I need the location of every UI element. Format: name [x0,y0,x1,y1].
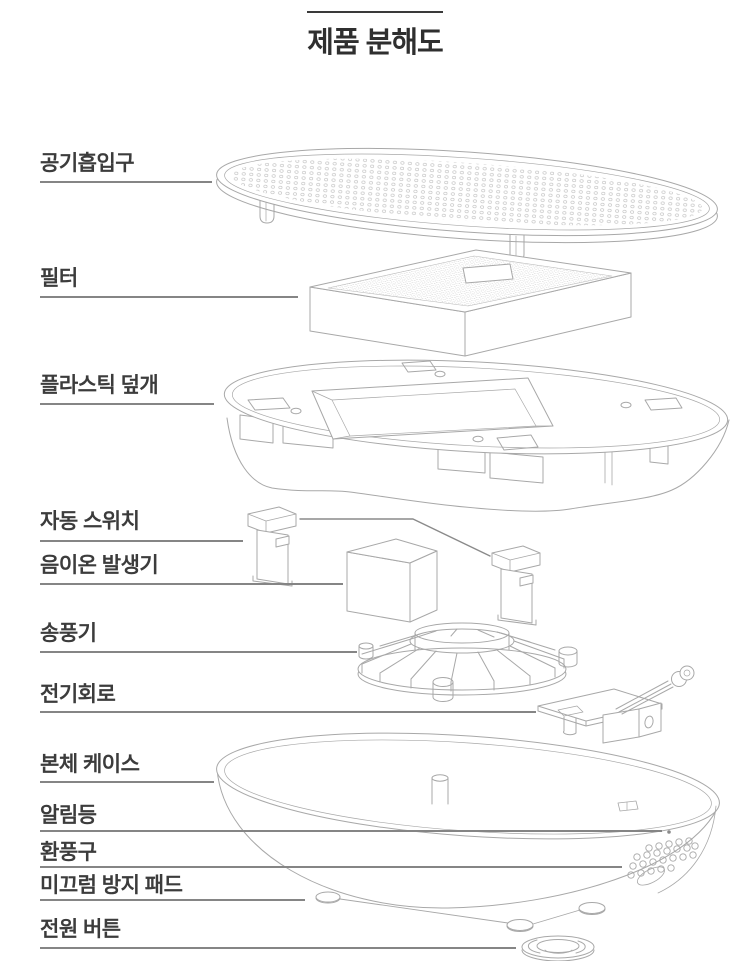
part-label-circuit: 전기회로 [40,683,116,706]
part-label-anti-slip-pad: 미끄럼 방지 패드 [40,874,183,897]
label-text: 미끄럼 방지 패드 [40,874,183,897]
power-button-part [521,935,595,961]
part-label-vent: 환풍구 [40,841,97,864]
label-text: 본체 케이스 [40,753,140,776]
blower-fan [357,622,578,702]
leader-line-circuit [40,711,536,713]
leader-line-air-intake [40,181,212,183]
part-label-ion-generator: 음이온 발생기 [40,554,159,577]
switch-connector-line [299,518,491,557]
plastic-cover-tray [223,359,730,512]
leader-line-vent [40,866,622,868]
leader-line-auto-switch [40,540,243,542]
leader-line-power-button [40,947,516,949]
indicator-dot [667,830,671,834]
leader-line-blower [40,651,357,653]
label-text: 알림등 [40,804,97,827]
label-text: 송풍기 [40,622,97,645]
label-text: 환풍구 [40,841,97,864]
part-label-blower: 송풍기 [40,622,97,645]
leader-line-anti-slip-pad [40,899,305,901]
title-overline [307,11,443,13]
part-label-filter: 필터 [40,267,78,290]
vent-holes [627,837,699,879]
part-label-air-intake: 공기흡입구 [40,152,135,175]
filter-box [309,249,632,357]
air-intake-grille [216,147,718,262]
label-text: 전기회로 [40,683,116,706]
ion-generator-box [346,538,438,623]
label-text: 전원 버튼 [40,918,121,941]
label-text: 필터 [40,267,78,290]
part-label-body-case: 본체 케이스 [40,753,140,776]
leader-line-plastic-cover [40,403,214,405]
anti-slip-pads [315,891,606,932]
leader-line-filter [40,296,298,298]
circuit-board [537,665,695,744]
auto-switch-left [247,506,297,587]
part-label-auto-switch: 자동 스위치 [40,510,140,533]
label-text: 음이온 발생기 [40,554,159,577]
part-label-power-button: 전원 버튼 [40,918,121,941]
label-text: 공기흡입구 [40,152,135,175]
part-label-indicator-light: 알림등 [40,804,97,827]
leader-line-indicator-light [40,830,662,832]
label-text: 플라스틱 덮개 [40,374,159,397]
auto-switch-right [491,545,541,626]
page-title: 제품 분해도 [307,27,443,59]
leader-line-body-case [40,781,214,783]
leader-line-ion-generator [40,583,343,585]
part-label-plastic-cover: 플라스틱 덮개 [40,374,159,397]
label-text: 자동 스위치 [40,510,140,533]
body-case-bowl [216,732,720,909]
